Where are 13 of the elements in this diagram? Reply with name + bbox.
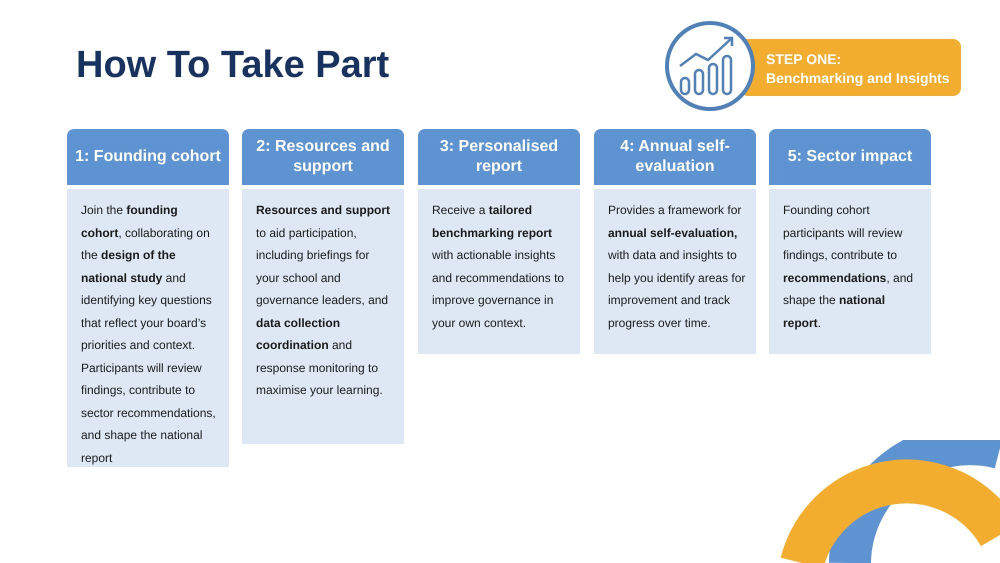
card-text: Founding cohort participants will review findings, contribute to recommendations, and shape the national report. xyxy=(769,189,931,354)
card-heading: 2: Resources and support xyxy=(242,129,404,185)
banner-label: STEP ONE: xyxy=(766,50,842,69)
card-heading: 5: Sector impact xyxy=(769,129,931,185)
card-heading: 4: Annual self-evaluation xyxy=(594,129,756,185)
card-heading: 1: Founding cohort xyxy=(67,129,229,185)
card-text: Resources and support to aid participation, including briefings for your school and governance leaders, and data collection coordination and response monitoring to maximise your learning. xyxy=(242,189,404,444)
card-text: Provides a framework for annual self-evaluation, with data and insights to help you identify areas for improvement and track progress over time. xyxy=(594,189,756,354)
slide-title: How To Take Part xyxy=(76,44,390,87)
banner-subtitle: Benchmarking and Insights xyxy=(766,69,951,88)
card-text: Receive a tailored benchmarking report with actionable insights and recommendations to improve governance in your own context. xyxy=(418,189,580,354)
card-text: Join the founding cohort, collaborating on the design of the national study and identifying key questions that reflect your board’s priorities and context. Participants will review findings, contribute to sector recommendations, and shape the national report xyxy=(67,189,229,467)
card-heading: 3: Personalised report xyxy=(418,129,580,185)
